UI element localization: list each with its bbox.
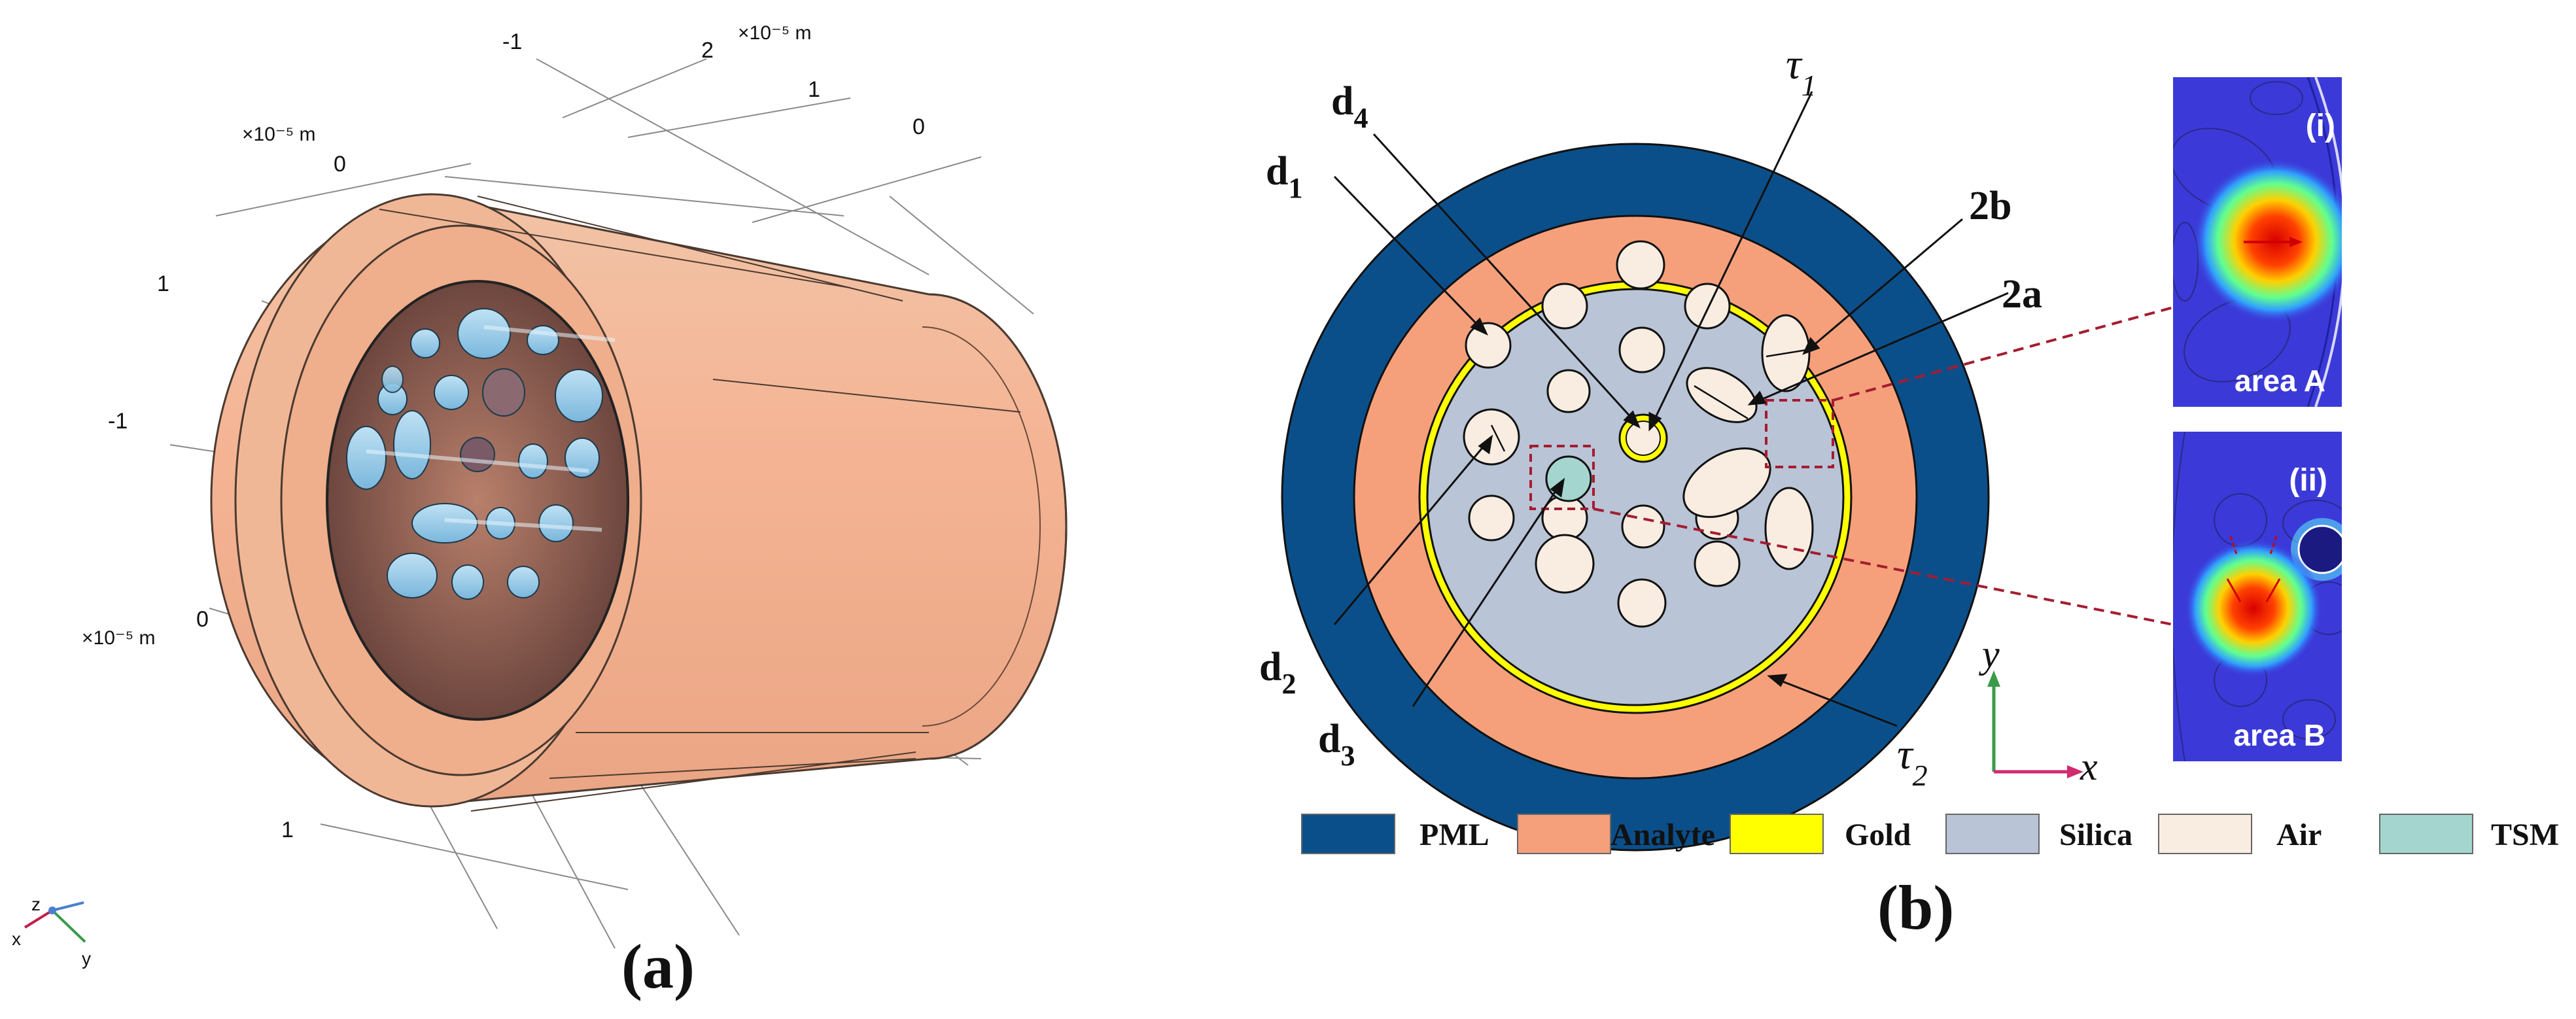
svg-text:τ1: τ1 <box>1786 41 1817 102</box>
panel-a-3d-model <box>169 58 1068 949</box>
label-d2: d <box>1259 645 1281 689</box>
axis-tick: 2 <box>701 38 714 63</box>
label-2a: 2a <box>2002 272 2042 317</box>
inset-ii-tag: (ii) <box>2289 463 2327 498</box>
triad-y-label: y <box>82 948 91 969</box>
legend-item-analyte: Analyte <box>1517 814 1715 854</box>
panel-b-axes: y x <box>1978 632 2098 788</box>
axis-x-label: x <box>2080 745 2098 788</box>
label-2b: 2b <box>1969 184 2011 228</box>
label-d1: d <box>1266 149 1288 194</box>
axis-tick: 1 <box>281 818 294 842</box>
triad-z-label: z <box>31 894 41 914</box>
axis-tick: 1 <box>808 77 820 102</box>
inset-area-a: (i) area A <box>2173 77 2342 407</box>
legend-swatch <box>1945 814 2040 854</box>
panel-a-label: (a) <box>621 931 695 1001</box>
axis-tick: -1 <box>502 29 522 54</box>
svg-text:d3: d3 <box>1318 717 1355 772</box>
svg-text:τ2: τ2 <box>1897 731 1928 792</box>
inset-i-caption: area A <box>2235 364 2325 398</box>
triad-x-label: x <box>12 929 21 949</box>
legend-swatch <box>2379 814 2473 854</box>
legend-swatch <box>1517 814 1611 854</box>
fiber-cross-section <box>1281 143 2174 852</box>
svg-text:Gold: Gold <box>1845 818 1911 852</box>
svg-text:d2: d2 <box>1259 645 1296 700</box>
axis-tick: 0 <box>913 114 925 139</box>
axis-unit-top: ×10⁻⁵ m <box>738 22 812 44</box>
svg-text:PML: PML <box>1419 818 1489 852</box>
annotation-labels: d1 d4 τ1 2b 2a d2 d3 τ2 <box>1259 41 2042 792</box>
label-d3: d <box>1318 717 1340 761</box>
axis-tick: 0 <box>196 607 209 632</box>
inset-i-tag: (i) <box>2306 109 2335 143</box>
axis-y-label: y <box>1978 632 2000 676</box>
svg-text:d4: d4 <box>1331 79 1368 134</box>
inset-area-b: (ii) area B <box>2173 432 2342 761</box>
svg-text:d1: d1 <box>1266 149 1302 204</box>
annotation-leaders <box>1333 91 2009 727</box>
axis-tick: -1 <box>108 409 128 434</box>
label-d4: d <box>1331 79 1353 124</box>
panel-b-label: (b) <box>1877 872 1954 942</box>
legend-item-tsm: TSM <box>2379 814 2559 854</box>
legend-item-air: Air <box>2158 814 2322 854</box>
label-tau1: τ <box>1786 41 1803 88</box>
axis-tick: 0 <box>334 152 346 177</box>
axis-unit-left: ×10⁻⁵ m <box>242 124 316 145</box>
svg-text:Air: Air <box>2276 818 2322 852</box>
axis-triad: z x y <box>12 894 91 969</box>
legend-item-silica: Silica <box>1945 814 2132 854</box>
axis-unit-left-lower: ×10⁻⁵ m <box>82 627 156 649</box>
legend-swatch <box>1301 814 1395 854</box>
inset-ii-caption: area B <box>2233 718 2325 752</box>
legend-item-pml: PML <box>1301 814 1489 854</box>
legend-item-gold: Gold <box>1730 814 1911 854</box>
legend-swatch <box>2158 814 2252 854</box>
material-legend: PML Analyte Gold Silica Air TSM <box>1301 814 2559 854</box>
svg-text:Analyte: Analyte <box>1610 818 1715 852</box>
label-tau2: τ <box>1897 731 1914 778</box>
panel-a-axis-labels: -1 2 1 0 ×10⁻⁵ m ×10⁻⁵ m 0 1 -1 0 ×10⁻⁵ … <box>82 22 925 842</box>
svg-text:TSM: TSM <box>2491 818 2559 852</box>
axis-tick: 1 <box>157 271 169 296</box>
svg-text:Silica: Silica <box>2059 818 2132 852</box>
legend-swatch <box>1730 814 1824 854</box>
